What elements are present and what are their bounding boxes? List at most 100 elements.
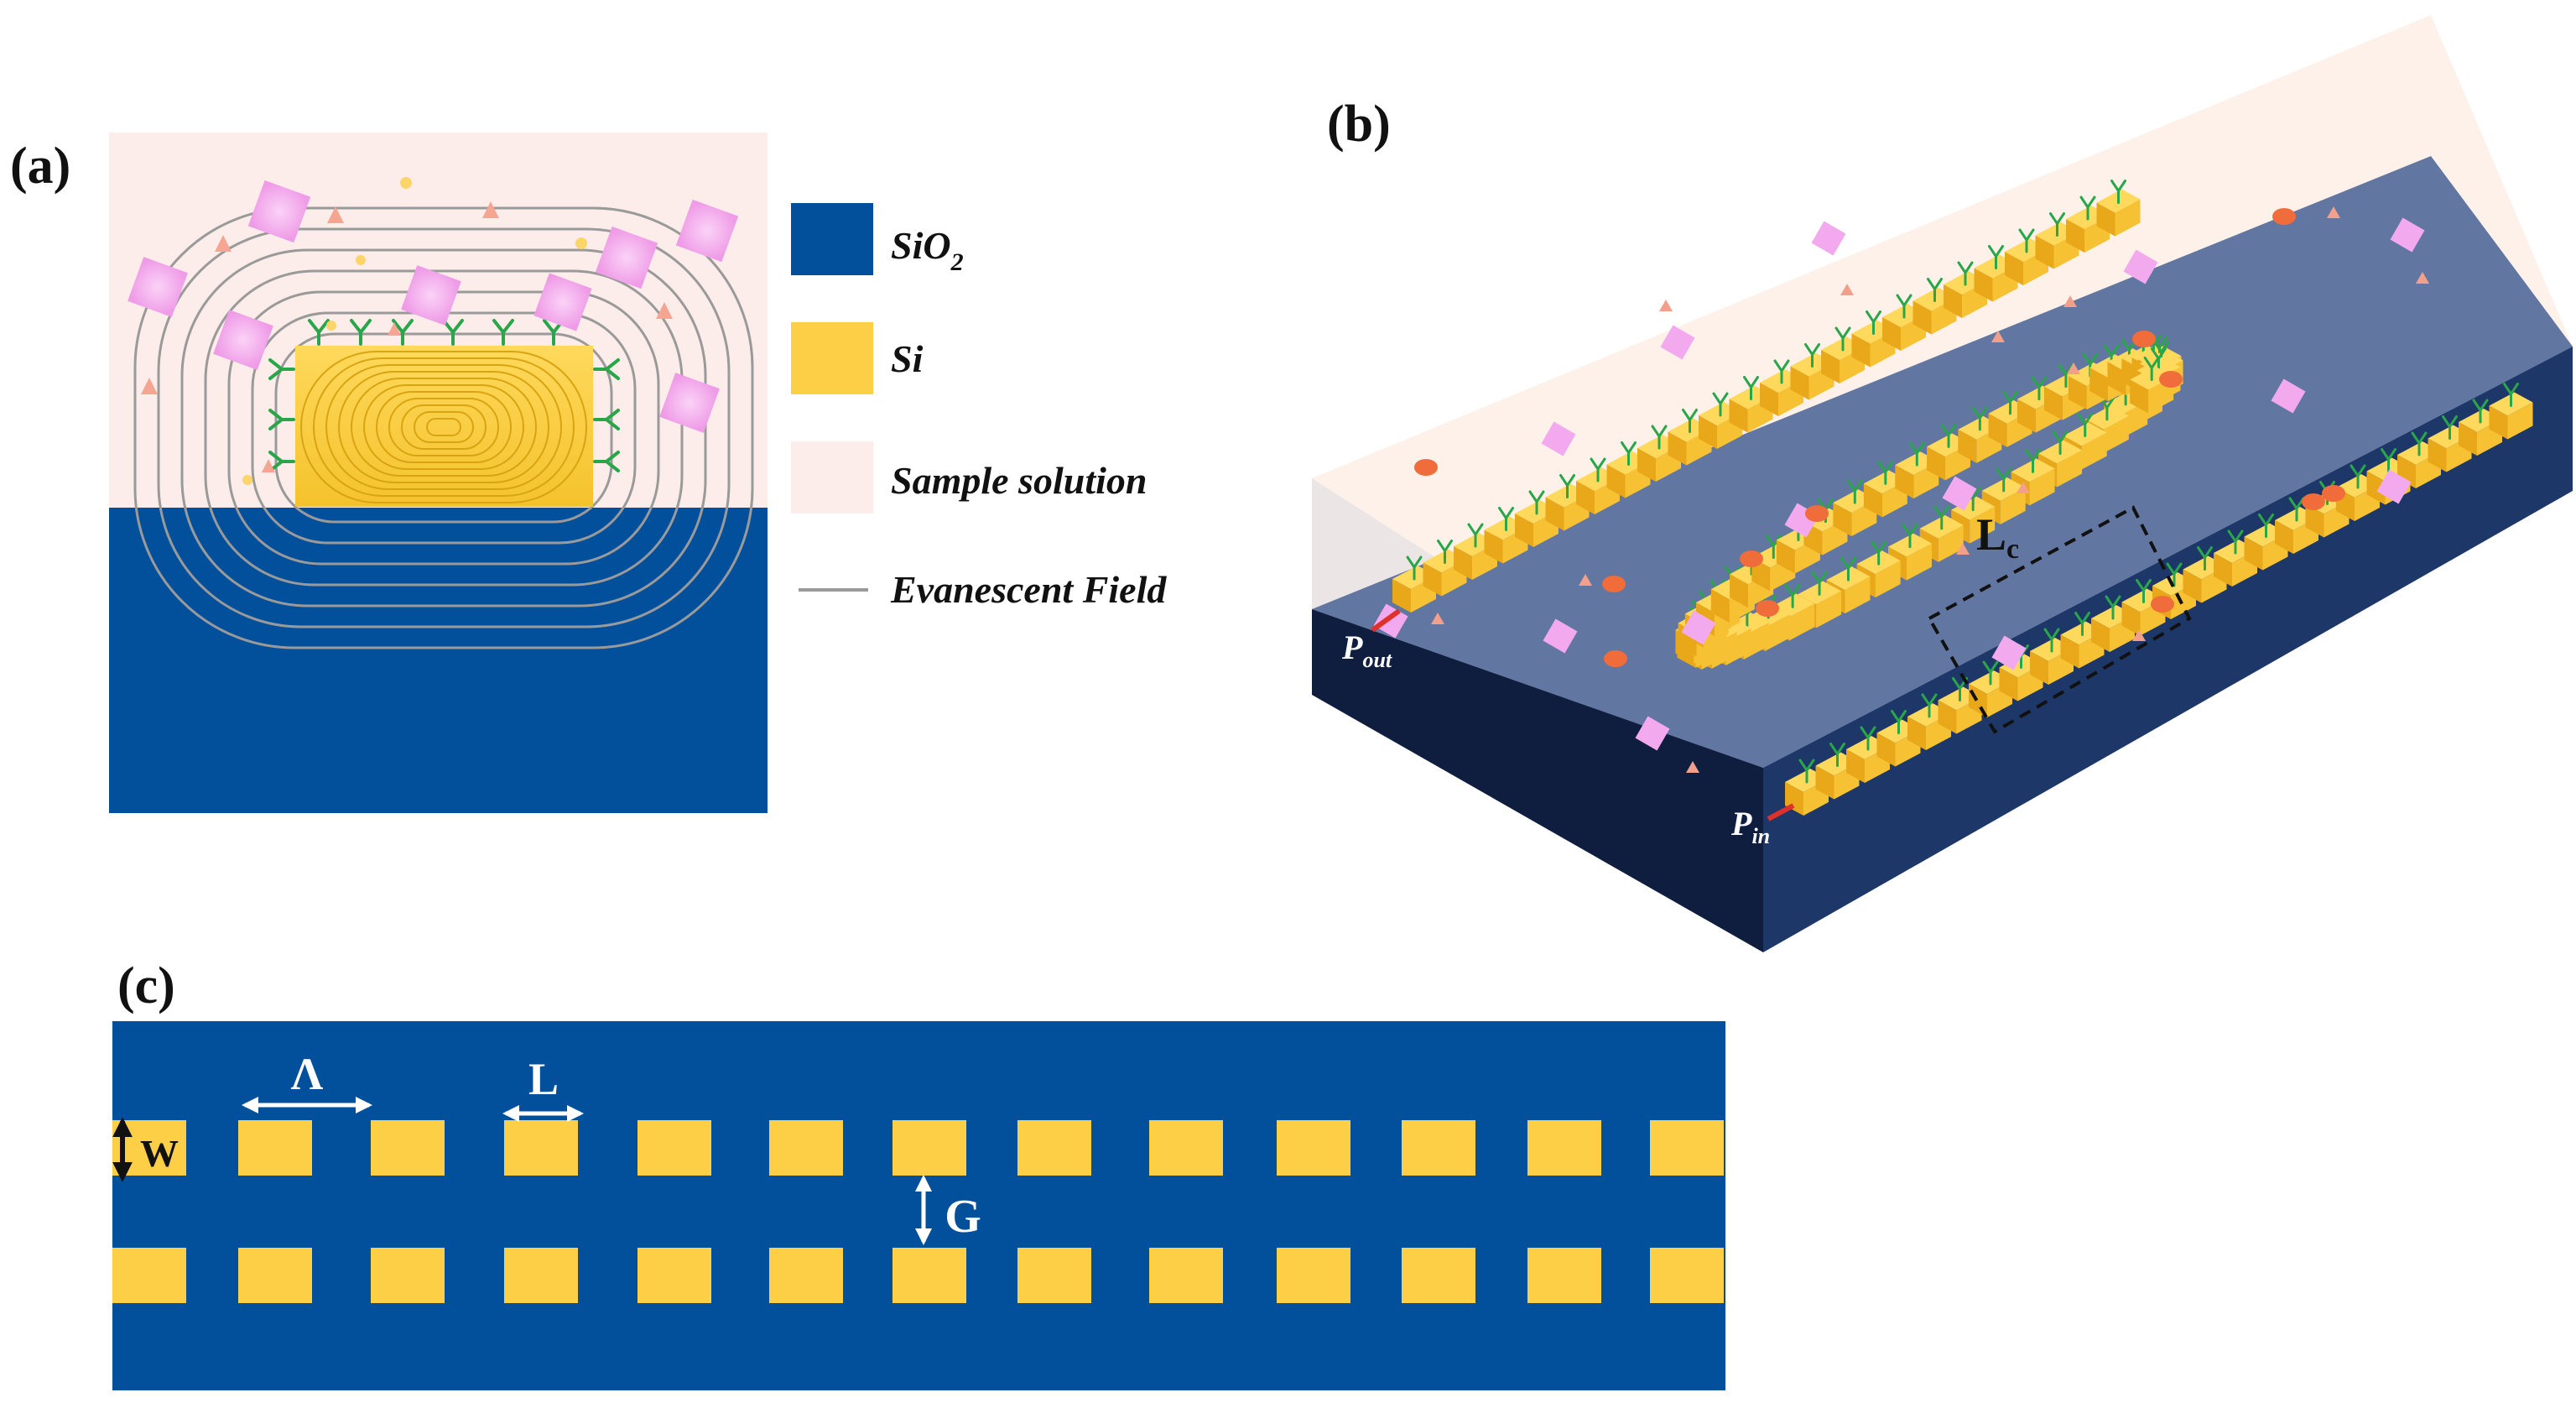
length-label: L [528,1054,559,1104]
pink-particle [401,265,461,326]
chip-particles [1373,206,2429,773]
grating-segment [1402,1248,1475,1303]
triangle-particle [2416,272,2429,284]
orange-particle [1414,459,1438,476]
yellow-particle [356,255,366,265]
core-contour [388,398,499,456]
triangle-particle [1991,331,2005,342]
si-block [2096,180,2141,237]
sio2-substrate [109,508,768,813]
antibody-icon [593,451,620,472]
pink-particle [2271,378,2306,414]
orange-particle [2159,371,2183,388]
orange-particle [1805,505,1829,522]
yellow-particle [575,237,587,249]
triangle-particle [1659,300,1673,311]
coupling-region-box [1927,505,2192,734]
subwavelength-grating-segments [112,1120,1724,1303]
panel-a: (a) [10,133,768,813]
antibody-icon [308,319,330,346]
legend-label-sio2: SiO2 [891,224,964,276]
pink-particle [595,226,658,289]
legend-label-field: Evanescent Field [890,568,1167,611]
core-contour [313,357,575,497]
legend-label-solution: Sample solution [891,459,1147,502]
pink-particle [1811,221,1846,256]
orange-particle [262,459,275,472]
antibody-icon [593,358,620,380]
grating-segment [371,1120,445,1176]
grating-segment [238,1248,312,1303]
grating-segment [1149,1248,1223,1303]
field-contour [180,248,707,608]
legend-swatch-solution [791,441,873,514]
pink-particle [659,373,720,433]
core-contour [426,418,461,436]
pink-particle [1991,635,2027,670]
pink-particle [213,310,273,370]
panel-a-label: (a) [10,138,70,195]
grating-segment [504,1120,578,1176]
grating-segment [769,1248,843,1303]
field-contour [274,332,613,524]
output-port-arrow [1371,608,1401,633]
grating-segment [1650,1120,1724,1176]
panel-c: (c) Λ L W G [112,957,1725,1390]
waveguide-blocks [1392,180,2533,816]
pink-particle [1660,325,1695,360]
pink-particle [1543,618,1578,654]
width-label: W [140,1132,179,1175]
triangle-particle [2067,362,2080,374]
grating-segment [371,1248,445,1303]
orange-particle [2151,596,2174,613]
swg-substrate-top-view [112,1021,1725,1390]
triangle-particle [2132,629,2146,641]
panel-b: (b) Lc Pout Pin [1312,15,2573,952]
grating-segment [112,1248,186,1303]
triangle-particle [2063,295,2077,307]
input-port-arrow [1767,803,1795,821]
antibody-icon [392,319,414,346]
orange-particle [2272,208,2296,225]
orange-particle [1604,650,1627,667]
grating-segment [769,1120,843,1176]
grating-segment [1277,1120,1350,1176]
core-contour [414,411,474,443]
grating-segment [504,1248,578,1303]
triangle-particle [1686,761,1699,773]
core-contour [363,384,524,470]
grating-segment [1402,1120,1475,1176]
orange-particle [388,322,401,336]
field-contour [157,227,731,628]
orange-particle [482,201,499,218]
panel-c-label: (c) [117,957,175,1014]
orange-particle [1740,550,1763,567]
grating-segment [1017,1248,1091,1303]
triangle-particle [1579,574,1592,586]
grating-segment [238,1120,312,1176]
triangle-particle [2327,206,2340,218]
pink-particle [2390,217,2425,253]
grating-segment [892,1248,966,1303]
grating-segment [1527,1120,1601,1176]
gap-label: G [945,1191,981,1243]
pink-particle [533,273,592,331]
core-contour [401,404,487,450]
period-label: Λ [291,1049,324,1099]
coupling-length-label: Lc [1976,509,2019,565]
orange-particle [1602,576,1626,592]
legend-label-si: Si [891,337,924,380]
si-block [2489,383,2533,440]
yellow-particle [326,321,336,331]
legend-swatch-si [791,322,873,394]
field-contour [204,269,684,587]
grating-segment [892,1120,966,1176]
triangle-particle [1431,613,1444,624]
triangle-particle [1956,543,1970,555]
antibody-icon [492,319,514,346]
orange-particle [1756,600,1779,617]
pink-particle [2123,249,2158,284]
orange-particle [327,206,344,223]
grating-segment [637,1120,711,1176]
